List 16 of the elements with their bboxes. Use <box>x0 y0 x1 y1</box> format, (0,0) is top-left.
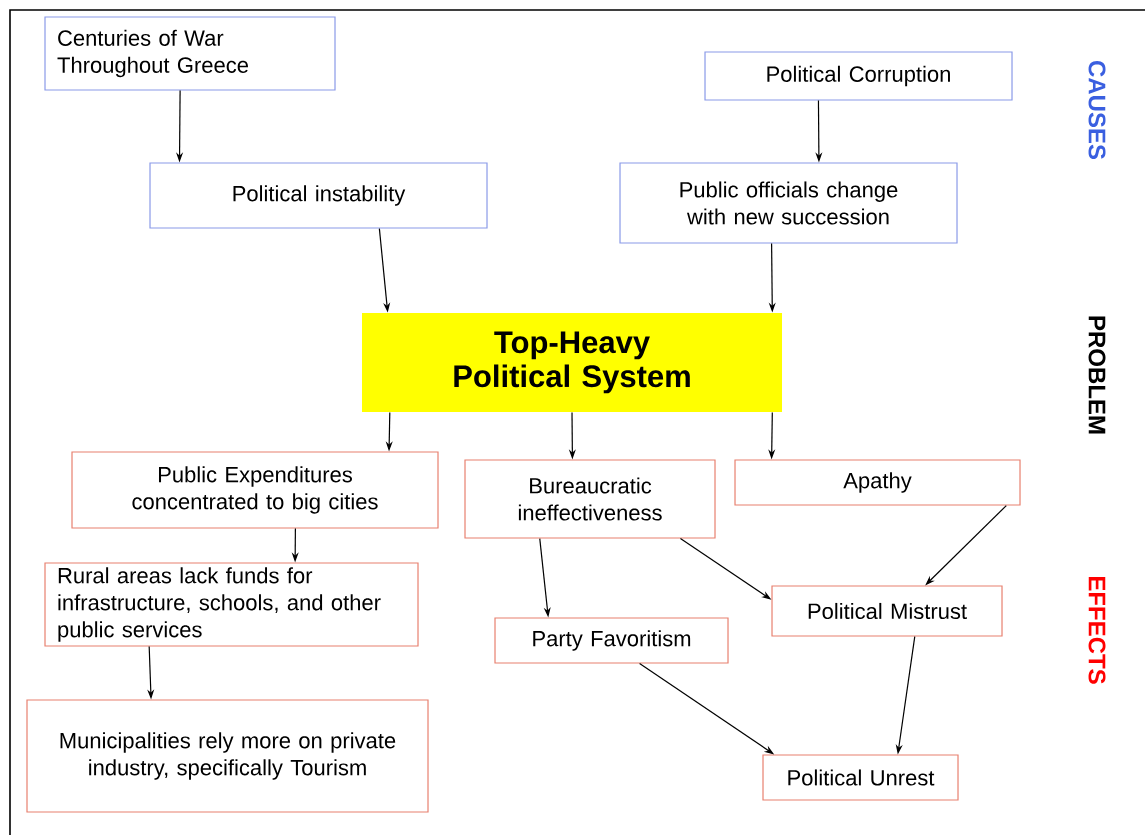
problem-box: Top-Heavy Political System <box>362 313 782 412</box>
cause-box: Centuries of War Throughout Greece <box>44 16 336 91</box>
section-label: PROBLEM <box>1088 316 1106 434</box>
cause-box: Public officials change with new succession <box>619 162 958 244</box>
effect-box: Bureaucratic ineffectiveness <box>464 459 716 539</box>
cause-box: Political Corruption <box>704 51 1013 101</box>
effect-box: Apathy <box>734 459 1021 506</box>
section-label: CAUSES <box>1088 60 1106 160</box>
effect-box: Political Mistrust <box>771 585 1003 637</box>
effect-box: Municipalities rely more on private industry, specifically Tourism <box>26 699 429 813</box>
effect-box: Political Unrest <box>762 754 959 801</box>
cause-box: Political instability <box>149 162 488 229</box>
section-label: EFFECTS <box>1088 576 1106 684</box>
effect-box: Rural areas lack funds for infrastructure, schools, and other public services <box>44 562 419 647</box>
effect-box: Public Expenditures concentrated to big cities <box>71 451 439 529</box>
effect-box: Party Favoritism <box>494 617 729 664</box>
